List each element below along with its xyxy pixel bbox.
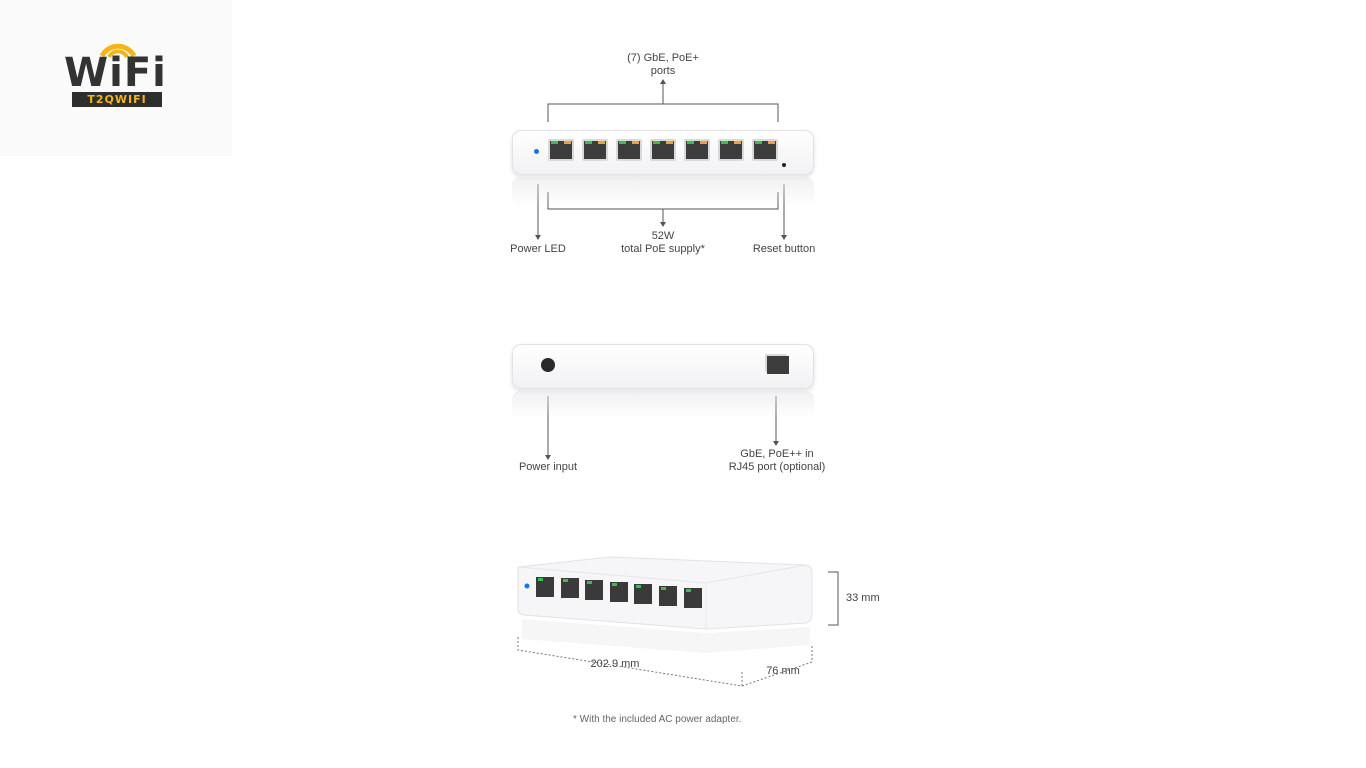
uplink-rj45-port (765, 354, 789, 374)
logo: WiFi T2QWIFI (0, 0, 232, 156)
footnote: * With the included AC power adapter. (573, 714, 742, 725)
wifi-signal-icon (99, 43, 137, 59)
front-reflection (512, 177, 814, 207)
switch-front-view (512, 130, 814, 175)
height-dimension: 33 mm (846, 592, 880, 604)
power-input-label: Power input (518, 461, 578, 473)
port-7 (752, 139, 778, 161)
port-6 (718, 139, 744, 161)
poe-supply-value: 52W (651, 230, 675, 242)
power-input-jack (541, 358, 555, 372)
uplink-port-label: GbE, PoE++ in RJ45 port (optional) (728, 448, 826, 473)
reset-button-label: Reset button (752, 243, 816, 255)
port-1 (548, 139, 574, 161)
port-3 (616, 139, 642, 161)
switch-rear-view (512, 344, 814, 389)
rear-reflection (512, 391, 814, 419)
depth-dimension: 76 mm (766, 665, 800, 677)
ports-label: (7) GbE, PoE+ ports (627, 52, 699, 77)
port-4 (650, 139, 676, 161)
poe-supply-text: total PoE supply* (621, 243, 705, 255)
power-led (534, 149, 539, 154)
port-5 (684, 139, 710, 161)
switch-perspective-view (517, 556, 813, 653)
port-2 (582, 139, 608, 161)
power-led-label: Power LED (510, 243, 566, 255)
reset-button (782, 163, 786, 167)
width-dimension: 202.9 mm (590, 658, 640, 670)
logo-subtitle: T2QWIFI (72, 92, 162, 107)
logo-wordmark: WiFi (64, 50, 167, 96)
poe-supply-label: 52W total PoE supply* (608, 230, 718, 256)
